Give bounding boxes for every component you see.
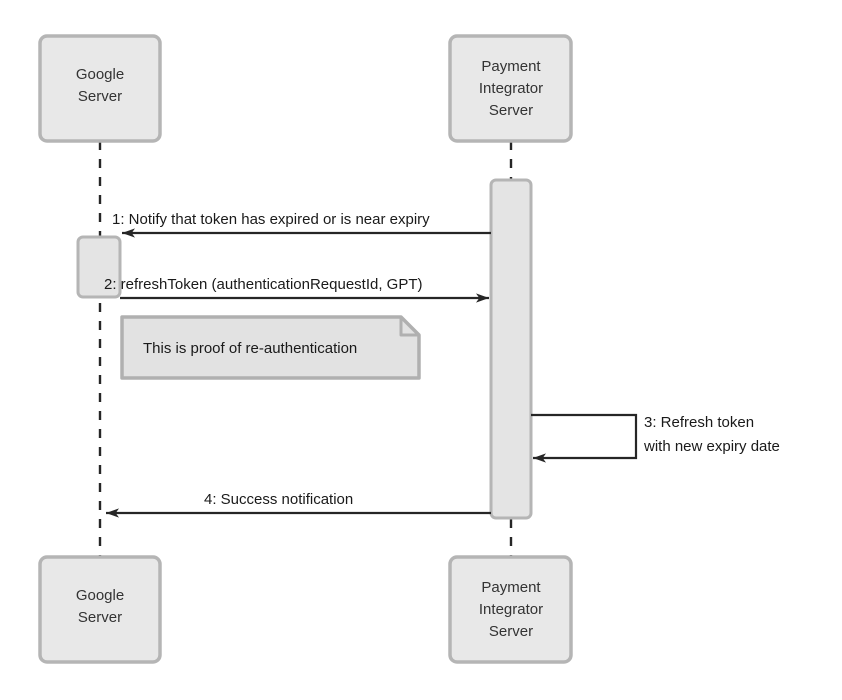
message-label-line-2: with new expiry date (643, 438, 780, 455)
participant-label-line-1: Payment (481, 58, 541, 75)
activation-google-server (76, 235, 122, 299)
note-proof-of-reauthentication[interactable]: This is proof of re-authentication (120, 315, 421, 380)
activation-payment-integrator (489, 178, 533, 520)
participant-label-line-2: Integrator (479, 601, 543, 618)
note-fold-corner-icon (399, 317, 419, 337)
note-shape[interactable] (120, 315, 421, 380)
participant-label-line-3: Server (489, 623, 533, 640)
participant-label-line-2: Server (78, 88, 122, 105)
participant-label-line-1: Payment (481, 579, 541, 596)
message-self-loop-line[interactable] (531, 413, 638, 463)
participant-google-server-bottom[interactable]: Google Server (38, 555, 162, 664)
message-label: 1: Notify that token has expired or is n… (112, 211, 430, 228)
message-refresh-token[interactable]: 2: refreshToken (authenticationRequestId… (104, 276, 489, 303)
message-success-notification[interactable]: 4: Success notification (106, 491, 491, 518)
participant-label-line-3: Server (489, 102, 533, 119)
participant-box[interactable] (38, 555, 162, 664)
note-label: This is proof of re-authentication (143, 340, 357, 357)
message-notify-token-expired[interactable]: 1: Notify that token has expired or is n… (112, 211, 491, 238)
participant-label-line-1: Google (76, 587, 124, 604)
message-label: 4: Success notification (204, 491, 353, 508)
participant-payment-integrator-server-top[interactable]: Payment Integrator Server (448, 34, 573, 143)
participant-payment-integrator-server-bottom[interactable]: Payment Integrator Server (448, 555, 573, 664)
message-label-line-1: 3: Refresh token (644, 414, 754, 431)
activation-bars (76, 178, 533, 520)
participant-google-server-top[interactable]: Google Server (38, 34, 162, 143)
participant-box[interactable] (38, 34, 162, 143)
participant-box[interactable] (448, 34, 573, 143)
message-refresh-token-self[interactable]: 3: Refresh token with new expiry date (531, 413, 780, 463)
participant-label-line-2: Integrator (479, 80, 543, 97)
participant-label-line-2: Server (78, 609, 122, 626)
participant-box[interactable] (448, 555, 573, 664)
participant-label-line-1: Google (76, 66, 124, 83)
message-label: 2: refreshToken (authenticationRequestId… (104, 276, 423, 293)
